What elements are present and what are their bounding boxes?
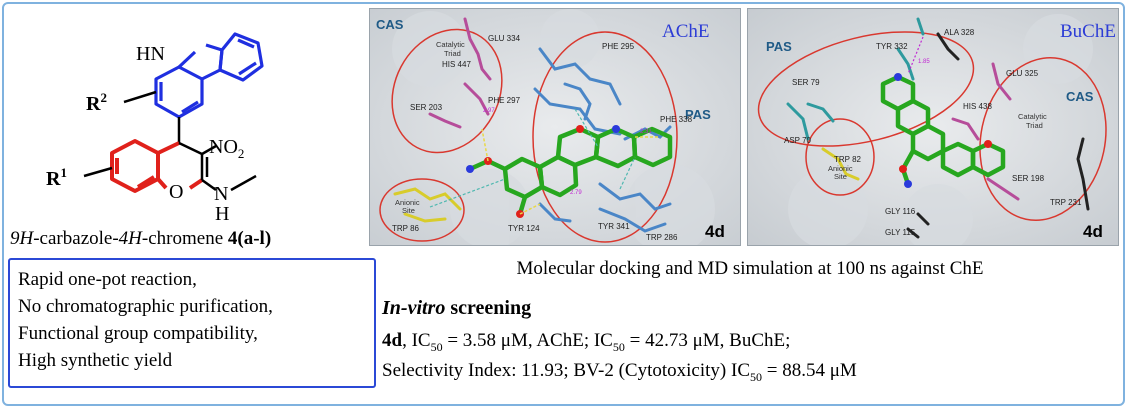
residue-sticks-magenta — [951, 62, 1020, 201]
residue-label: GLY 116 — [885, 207, 916, 216]
catalytic-triad-ellipse — [979, 57, 1107, 221]
residue-label: TRP 231 — [1050, 198, 1082, 207]
amine-n-label: N — [214, 183, 228, 205]
residue-sticks-teal — [786, 17, 925, 141]
ache-enzyme-label: AChE — [662, 21, 710, 42]
ache-compound-tag: 4d — [705, 222, 725, 241]
residue-label: PHE 295 — [602, 42, 635, 51]
r1-label: R1 — [46, 165, 67, 190]
features-box: Rapid one-pot reaction, No chromatograph… — [8, 258, 376, 388]
amine-h-label: H — [215, 203, 229, 225]
pas-site-label: PAS — [766, 39, 792, 54]
chemical-structure: HN R2 O NO2 N H R1 — [46, 32, 264, 225]
ring-oxygen-label: O — [169, 181, 183, 203]
residue-label: HIS 447 — [442, 60, 471, 69]
feature-item: High synthetic yield — [18, 350, 173, 371]
chromene-bonds — [178, 141, 257, 192]
pi-stacking-lines — [429, 108, 636, 208]
screening-title: In-vitro screening — [382, 297, 532, 319]
pas-site-label: PAS — [685, 107, 711, 122]
selectivity-results-line: Selectivity Index: 11.93; BV-2 (Cytotoxi… — [382, 360, 857, 384]
residue-label: TRP 82 — [834, 155, 862, 164]
distance-label: 2.31 — [640, 129, 652, 135]
r2-label: R2 — [86, 90, 107, 115]
residue-label: TRP 286 — [646, 233, 678, 242]
anionic-site-ellipse — [805, 118, 875, 196]
hbond-lines — [481, 128, 660, 215]
residue-sticks-dark — [906, 32, 1090, 239]
nitro-label: NO2 — [209, 136, 244, 161]
catalytic-label-1: Catalytic — [436, 40, 465, 49]
residue-sticks-yellow — [821, 147, 860, 181]
buche-docking-panel: PAS CAS BuChE 4d Catalytic Triad Anionic… — [747, 8, 1119, 246]
pas-ellipse — [757, 31, 975, 147]
compound-caption: 9H-carbazole-4H-chromene 4(a-l) — [10, 228, 272, 249]
anionic-label-1: Anionic — [828, 164, 853, 173]
ic50-results-line: 4d, IC50 = 3.58 μM, AChE; IC50 = 42.73 μ… — [382, 330, 791, 354]
residue-label: GLU 334 — [488, 34, 521, 43]
catalytic-label-1: Catalytic — [1018, 112, 1047, 121]
residue-label: ASP 70 — [784, 136, 812, 145]
nh-label: HN — [136, 43, 165, 65]
residue-label: TYR 341 — [598, 222, 630, 231]
feature-item: Rapid one-pot reaction, — [18, 269, 197, 290]
cas-site-label: CAS — [1066, 89, 1094, 104]
residue-label: PHE 297 — [488, 96, 521, 105]
pas-ellipse — [532, 31, 678, 243]
hbond-lines — [907, 36, 924, 75]
docking-caption: Molecular docking and MD simulation at 1… — [516, 258, 984, 279]
distance-label: 1.85 — [918, 59, 930, 65]
chromene-moiety — [110, 139, 204, 193]
buche-enzyme-label: BuChE — [1060, 21, 1116, 42]
residue-label: SER 198 — [1012, 174, 1045, 183]
residue-label: HIS 438 — [963, 102, 992, 111]
residue-label: SER 203 — [410, 103, 443, 112]
buche-compound-tag: 4d — [1083, 222, 1103, 241]
feature-item: No chromatographic purification, — [18, 296, 273, 317]
anionic-label-1: Anionic — [395, 198, 420, 207]
residue-sticks-blue — [533, 47, 672, 233]
ache-docking-panel: CAS PAS AChE 4d Catalytic Triad Anionic … — [369, 8, 741, 246]
catalytic-triad-ellipse — [391, 28, 503, 154]
anionic-site-ellipse — [379, 178, 465, 242]
catalytic-label-2: Triad — [444, 49, 461, 58]
residue-label: GLU 325 — [1006, 69, 1039, 78]
distance-label: 2.79 — [570, 190, 582, 196]
residue-label: TRP 86 — [392, 224, 420, 233]
cas-site-label: CAS — [376, 17, 404, 32]
residue-label: TYR 124 — [508, 224, 540, 233]
residue-sticks-magenta — [428, 17, 492, 129]
distance-label: 2.97 — [483, 108, 495, 114]
residue-label: ALA 328 — [944, 28, 975, 37]
residue-label: SER 79 — [792, 78, 820, 87]
residue-label: PHE 338 — [660, 115, 693, 124]
anionic-label-2: Site — [834, 172, 847, 181]
anionic-label-2: Site — [402, 206, 415, 215]
r2-bond — [123, 90, 157, 104]
carbazole-moiety — [154, 32, 264, 119]
r1-bond — [83, 166, 113, 178]
catalytic-label-2: Triad — [1026, 121, 1043, 130]
residue-label: GLY 115 — [885, 228, 916, 237]
residue-label: TYR 332 — [876, 42, 908, 51]
feature-item: Functional group compatibility, — [18, 323, 258, 344]
